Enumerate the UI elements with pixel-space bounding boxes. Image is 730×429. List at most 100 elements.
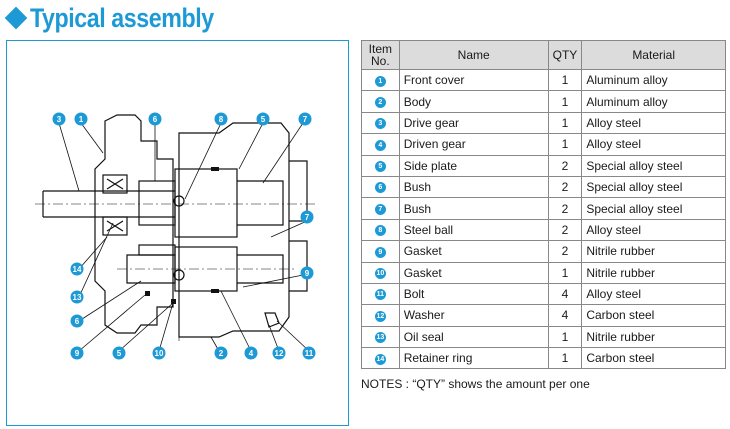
part-name-cell: Bush bbox=[398, 175, 549, 199]
item-number-badge: 4 bbox=[374, 139, 386, 151]
item-number-cell: 10 bbox=[361, 261, 400, 284]
leader-line-12 bbox=[268, 324, 280, 352]
item-number-badge: 11 bbox=[374, 289, 386, 301]
part-name-cell: Drive gear bbox=[398, 111, 549, 135]
front-lower-bush-outline bbox=[138, 244, 176, 256]
qty-cell: 2 bbox=[547, 154, 583, 177]
item-number-badge: 12 bbox=[374, 310, 386, 322]
callout-badge: 2 bbox=[214, 346, 228, 360]
svg-text:10: 10 bbox=[155, 349, 164, 358]
material-cell: Special alloy steel bbox=[581, 197, 726, 220]
gasket-mark-lower bbox=[171, 299, 176, 304]
callout-badge: 9 bbox=[300, 266, 314, 280]
leader-line-9b bbox=[78, 294, 146, 352]
item-number-badge: 9 bbox=[374, 246, 386, 258]
item-number-cell: 8 bbox=[361, 218, 400, 242]
svg-text:7: 7 bbox=[305, 213, 310, 222]
diamond-bullet-icon bbox=[4, 6, 28, 30]
leader-line-7 bbox=[262, 122, 304, 184]
item-number-badge: 14 bbox=[374, 353, 386, 365]
svg-text:6: 6 bbox=[153, 115, 158, 124]
item-number-cell: 7 bbox=[361, 197, 400, 220]
callout-badge: 12 bbox=[272, 346, 286, 360]
qty-cell: 2 bbox=[547, 197, 583, 220]
item-number-badge: 6 bbox=[374, 182, 386, 194]
item-number-cell: 11 bbox=[361, 282, 400, 306]
part-name-cell: Oil seal bbox=[398, 325, 549, 349]
qty-cell: 1 bbox=[547, 347, 583, 370]
qty-cell: 1 bbox=[547, 261, 583, 284]
assembly-drawing: 3 1 6 8 5 7 7 9 14 13 6 9 5 10 2 4 12 11 bbox=[35, 112, 317, 360]
part-name-cell: Bolt bbox=[398, 282, 549, 306]
item-number-badge: 8 bbox=[374, 225, 386, 237]
item-number-cell: 6 bbox=[361, 175, 400, 199]
qty-cell: 2 bbox=[547, 218, 583, 242]
callout-badge: 7 bbox=[300, 210, 314, 224]
callout-badge: 13 bbox=[70, 290, 84, 304]
oil-seal-outline bbox=[102, 174, 128, 194]
item-number-cell: 4 bbox=[361, 133, 400, 156]
leader-line-1 bbox=[80, 122, 104, 154]
leader-line-13 bbox=[78, 222, 114, 298]
qty-cell: 4 bbox=[547, 282, 583, 306]
material-cell: Special alloy steel bbox=[581, 175, 726, 199]
notes-text: NOTES : “QTY” shows the amount per one bbox=[361, 377, 590, 391]
qty-cell: 2 bbox=[547, 175, 583, 199]
material-cell: Alloy steel bbox=[581, 218, 726, 242]
svg-text:5: 5 bbox=[117, 349, 122, 358]
body-outline bbox=[178, 122, 290, 338]
material-cell: Alloy steel bbox=[581, 111, 726, 135]
part-name-cell: Gasket bbox=[398, 240, 549, 263]
svg-text:3: 3 bbox=[57, 115, 62, 124]
header-name: Name bbox=[398, 40, 549, 70]
header-item-no: Item No. bbox=[361, 40, 400, 70]
part-name-cell: Steel ball bbox=[398, 218, 549, 242]
leader-line-3 bbox=[58, 122, 80, 192]
svg-text:11: 11 bbox=[305, 349, 314, 358]
callout-badge: 5 bbox=[112, 346, 126, 360]
item-number-cell: 14 bbox=[361, 347, 400, 370]
leader-line-7b bbox=[270, 220, 308, 238]
item-number-cell: 13 bbox=[361, 325, 400, 349]
leader-line-6b bbox=[78, 280, 142, 322]
svg-text:12: 12 bbox=[275, 349, 284, 358]
material-cell: Alloy steel bbox=[581, 282, 726, 306]
qty-cell: 1 bbox=[547, 111, 583, 135]
body-rear-bush-outline bbox=[289, 160, 308, 222]
material-cell: Carbon steel bbox=[581, 347, 726, 370]
leader-line-10 bbox=[158, 302, 174, 352]
part-name-cell: Side plate bbox=[398, 154, 549, 177]
material-cell: Nitrile rubber bbox=[581, 261, 726, 284]
svg-text:2: 2 bbox=[219, 349, 224, 358]
leader-line-5b bbox=[118, 302, 174, 352]
svg-text:4: 4 bbox=[249, 349, 254, 358]
part-name-cell: Front cover bbox=[398, 68, 549, 92]
callout-badge: 14 bbox=[70, 262, 84, 276]
svg-text:9: 9 bbox=[305, 269, 310, 278]
section-title-text: Typical assembly bbox=[30, 2, 214, 33]
front-cover-outline bbox=[94, 114, 174, 334]
callout-badge: 1 bbox=[74, 112, 88, 126]
svg-text:14: 14 bbox=[73, 265, 82, 274]
oil-seal-cross-marks bbox=[106, 178, 124, 232]
svg-text:7: 7 bbox=[303, 115, 308, 124]
material-cell: Carbon steel bbox=[581, 304, 726, 327]
callout-badge: 6 bbox=[148, 112, 162, 126]
item-number-badge: 5 bbox=[374, 161, 386, 173]
assembly-drawing-panel: 3 1 6 8 5 7 7 9 14 13 6 9 5 10 2 4 12 11 bbox=[6, 40, 349, 426]
gasket-mark bbox=[145, 291, 150, 296]
drive-gear-outline bbox=[174, 168, 238, 238]
svg-text:9: 9 bbox=[75, 349, 80, 358]
qty-cell: 1 bbox=[547, 133, 583, 156]
table-header-row: Item No. Name QTY Material bbox=[361, 40, 726, 70]
item-number-cell: 5 bbox=[361, 154, 400, 177]
qty-cell: 4 bbox=[547, 304, 583, 327]
